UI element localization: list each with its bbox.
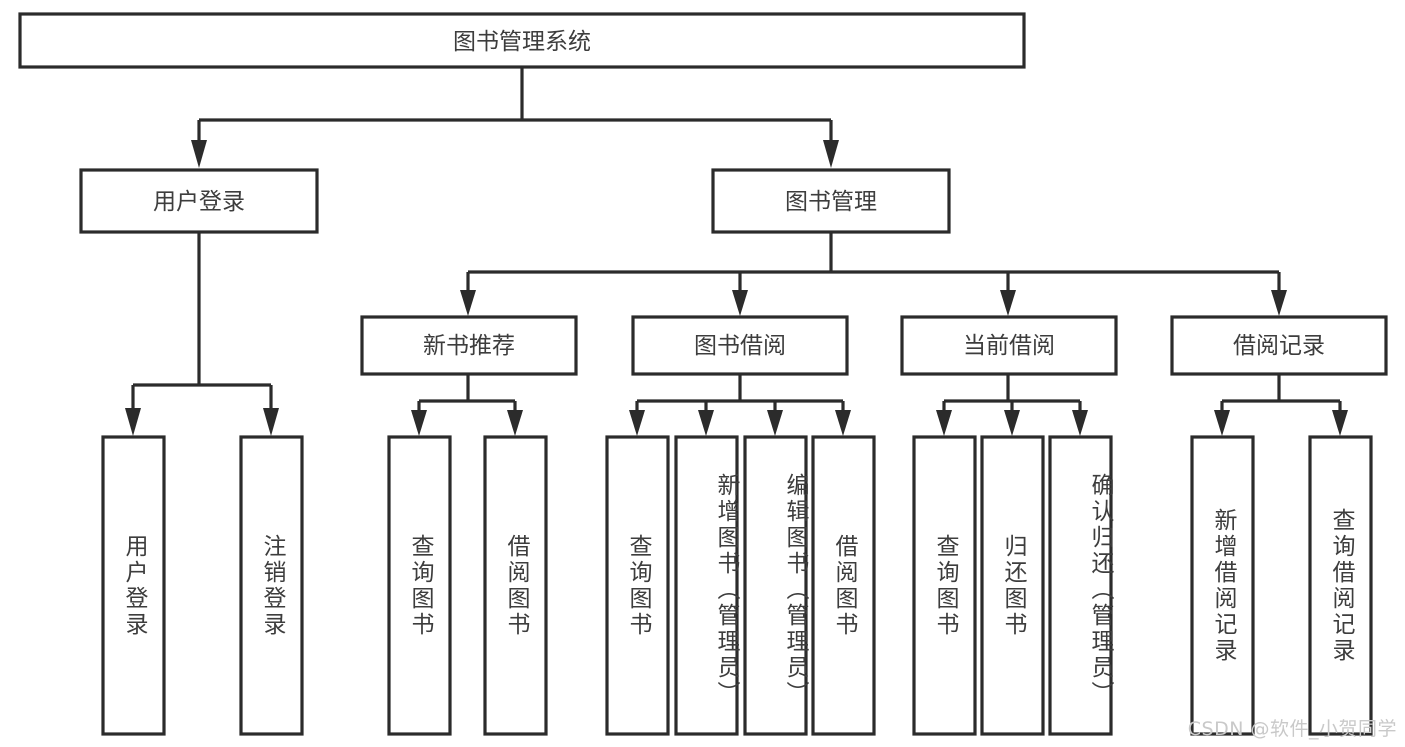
arrow-to-borrow-record [1271, 290, 1287, 316]
node-new-book-recommend-box[interactable] [360, 315, 578, 376]
node-current-borrow-label: 当前借阅 [963, 333, 1055, 359]
leaf-user-login-2-box[interactable] [239, 435, 304, 736]
arrow-borrow-record-leaf-1 [1214, 410, 1230, 436]
node-user-login-box[interactable] [79, 168, 319, 234]
arrow-root-to-user-login [191, 140, 207, 168]
arrow-book-borrow-leaf-2 [698, 410, 714, 436]
arrow-current-borrow-leaf-2 [1004, 410, 1020, 436]
leaf-book-borrow-3-box[interactable] [743, 435, 808, 736]
leaf-book-borrow-2-box[interactable] [674, 435, 739, 736]
node-book-borrow-label: 图书借阅 [694, 333, 786, 359]
edges-layer [125, 67, 1348, 436]
node-root-box[interactable] [18, 12, 1026, 69]
leaf-borrow-record-2-box[interactable] [1308, 435, 1373, 736]
leaf-book-borrow-1-box[interactable] [605, 435, 670, 736]
node-root-label: 图书管理系统 [453, 29, 591, 55]
node-new-book-recommend-label: 新书推荐 [423, 333, 515, 359]
node-book-manage-box[interactable] [711, 168, 951, 234]
arrow-book-borrow-leaf-1 [629, 410, 645, 436]
leaf-user-login-1-box[interactable] [101, 435, 166, 736]
arrow-new-book-leaf-1 [411, 410, 427, 436]
arrow-new-book-leaf-2 [507, 410, 523, 436]
arrow-to-current-borrow [1000, 290, 1016, 316]
leaf-current-borrow-2-box[interactable] [980, 435, 1045, 736]
leaf-new-book-1-box[interactable] [387, 435, 452, 736]
node-borrow-record-box[interactable] [1170, 315, 1388, 376]
arrow-user-login-leaf-2 [263, 408, 279, 436]
nodes-layer: 图书管理系统 用户登录 图书管理 新书推荐 图书借阅 当前借阅 借阅记录 [18, 12, 1388, 736]
arrow-book-borrow-leaf-3 [767, 410, 783, 436]
csdn-watermark: CSDN @软件_小贺同学 [1187, 718, 1397, 740]
node-borrow-record-label: 借阅记录 [1233, 333, 1325, 359]
leaf-borrow-record-1-box[interactable] [1190, 435, 1255, 736]
node-book-manage-label: 图书管理 [785, 189, 877, 215]
arrow-to-book-borrow [732, 290, 748, 316]
leaf-book-borrow-4-box[interactable] [811, 435, 876, 736]
node-user-login-label: 用户登录 [153, 189, 245, 215]
node-book-borrow-box[interactable] [631, 315, 849, 376]
arrow-current-borrow-leaf-3 [1072, 410, 1088, 436]
arrow-root-to-book-manage [823, 140, 839, 168]
arrow-to-new-book-recommend [460, 290, 476, 316]
arrow-book-borrow-leaf-4 [835, 410, 851, 436]
arrow-current-borrow-leaf-1 [936, 410, 952, 436]
node-current-borrow-box[interactable] [900, 315, 1118, 376]
arrow-borrow-record-leaf-2 [1332, 410, 1348, 436]
leaf-current-borrow-3-box[interactable] [1048, 435, 1113, 736]
leaf-current-borrow-1-box[interactable] [912, 435, 977, 736]
leaf-new-book-2-box[interactable] [483, 435, 548, 736]
arrow-user-login-leaf-1 [125, 408, 141, 436]
